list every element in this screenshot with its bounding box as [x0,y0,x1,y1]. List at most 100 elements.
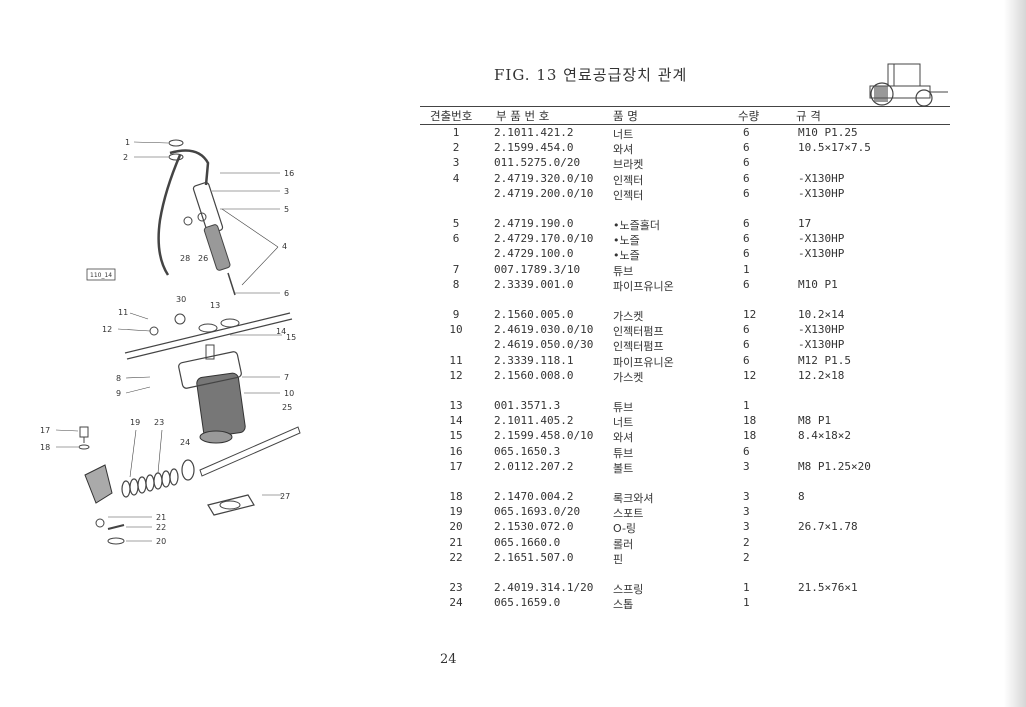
cell-part-name: 파이프유니온 [613,355,674,369]
cell-quantity: 12 [743,308,757,321]
cell-quantity: 6 [743,247,750,261]
cell-spec: -X130HP [798,323,845,337]
callout-label: 9 [116,389,121,398]
cell-quantity: 6 [743,141,750,155]
cell-spec: -X130HP [798,186,845,200]
cell-quantity: 6 [743,156,750,170]
cell-item-no: 24 [449,596,463,610]
callout-label: 5 [284,205,289,214]
header-name: 품 명 [613,109,638,123]
cell-item-no: 17 [449,459,463,473]
cell-quantity: 18 [743,429,757,443]
cell-item-no: 16 [449,444,463,458]
cell-part-name: 브라켓 [613,158,644,172]
exploded-parts-diagram: 1 2 16 3 5 4 28 26 6 30 13 11 12 14 15 8… [40,138,301,546]
cell-spec: M8 P1 [798,414,832,428]
cell-quantity: 6 [743,232,750,246]
callout-label: 4 [282,242,287,251]
callout-label: 19 [130,418,140,427]
cell-spec: 10.5×17×7.5 [798,141,871,155]
cell-part-name: 가스켓 [613,370,644,384]
callout-label: 20 [156,537,166,546]
cell-part-no: 065.1659.0 [494,596,561,610]
cell-quantity: 6 [743,277,750,291]
cell-part-name: 록크와셔 [613,492,654,505]
cell-spec: -X130HP [798,338,845,352]
cell-part-no: 2.4729.100.0 [494,247,574,261]
cell-item-no: 13 [449,399,463,412]
cell-part-name: 인젝터 [613,173,644,187]
cell-part-no: 2.1599.458.0/10 [494,429,594,443]
cell-quantity: 1 [743,262,750,276]
cell-quantity: 1 [743,596,750,610]
cell-quantity: 6 [743,338,750,352]
callout-label: 18 [40,443,50,452]
header-qty: 수량 [738,109,760,123]
cell-spec: 10.2×14 [798,308,845,321]
callout-label: 17 [40,426,50,435]
cell-quantity: 1 [743,581,750,594]
cell-part-name: 튜브 [613,264,634,278]
cell-quantity: 3 [743,520,750,534]
cell-part-no: 2.4719.190.0 [494,217,574,230]
cell-part-name: •노즐 [613,234,640,248]
cell-part-name: 롤러 [613,537,634,551]
cell-spec: -X130HP [798,171,845,185]
cell-item-no: 1 [452,126,460,139]
header-bottom-rule [420,124,950,125]
diagram-tag: 110_14 [90,272,112,279]
callout-label: 27 [280,492,290,501]
cell-part-name: 파이프유니온 [613,279,674,293]
cell-item-no: 2 [452,141,460,155]
cell-spec: 21.5×76×1 [798,581,858,594]
callout-label: 22 [156,523,166,532]
cell-item-no: 18 [449,490,463,503]
cell-part-name: 스톱 [613,598,634,612]
cell-spec: 8.4×18×2 [798,429,851,443]
cell-part-no: 2.4619.030.0/10 [494,323,594,337]
cell-item-no: 22 [449,550,463,564]
cell-quantity: 6 [743,186,750,200]
cell-part-no: 2.1530.072.0 [494,520,574,534]
header-part-no: 부 품 번 호 [496,109,550,123]
header-no: 견출번호 [430,109,473,123]
cell-spec: 17 [798,217,812,230]
cell-part-no: 2.4719.200.0/10 [494,186,594,200]
cell-part-name: 튜브 [613,446,634,460]
cell-part-no: 011.5275.0/20 [494,156,581,170]
callout-label: 2 [123,153,128,162]
cell-quantity: 3 [743,459,750,473]
cell-quantity: 6 [743,171,750,185]
cell-part-name: O-링 [613,522,637,536]
cell-quantity: 2 [743,550,750,564]
cell-part-name: 스프링 [613,583,644,596]
header-spec: 규 격 [796,109,821,123]
callout-label: 28 [180,254,190,263]
tractor-icon [869,63,948,107]
cell-part-no: 2.1560.008.0 [494,368,574,382]
cell-part-no: 065.1650.3 [494,444,561,458]
cell-part-name: 너트 [613,128,634,141]
cell-part-no: 2.1470.004.2 [494,490,574,503]
cell-part-no: 2.1560.005.0 [494,308,574,321]
cell-item-no: 12 [449,368,463,382]
cell-spec: M8 P1.25×20 [798,459,871,473]
cell-quantity: 6 [743,126,750,139]
page-edge-shadow [1004,0,1026,707]
cell-part-name: 가스켓 [613,310,644,323]
cell-part-no: 2.1011.405.2 [494,414,574,428]
callout-label: 15 [286,333,296,342]
cell-part-no: 2.1599.454.0 [494,141,574,155]
cell-part-no: 007.1789.3/10 [494,262,581,276]
cell-item-no: 7 [452,262,460,276]
callout-label: 8 [116,374,121,383]
cell-item-no: 8 [452,277,460,291]
cell-part-name: •노즐홀더 [613,219,660,232]
cell-spec: M10 P1 [798,277,838,291]
callout-label: 10 [284,389,294,398]
callout-label: 6 [284,289,289,298]
cell-part-name: 와셔 [613,143,634,157]
cell-part-no: 2.0112.207.2 [494,459,574,473]
cell-part-name: 스포트 [613,507,644,521]
callout-label: 21 [156,513,166,522]
